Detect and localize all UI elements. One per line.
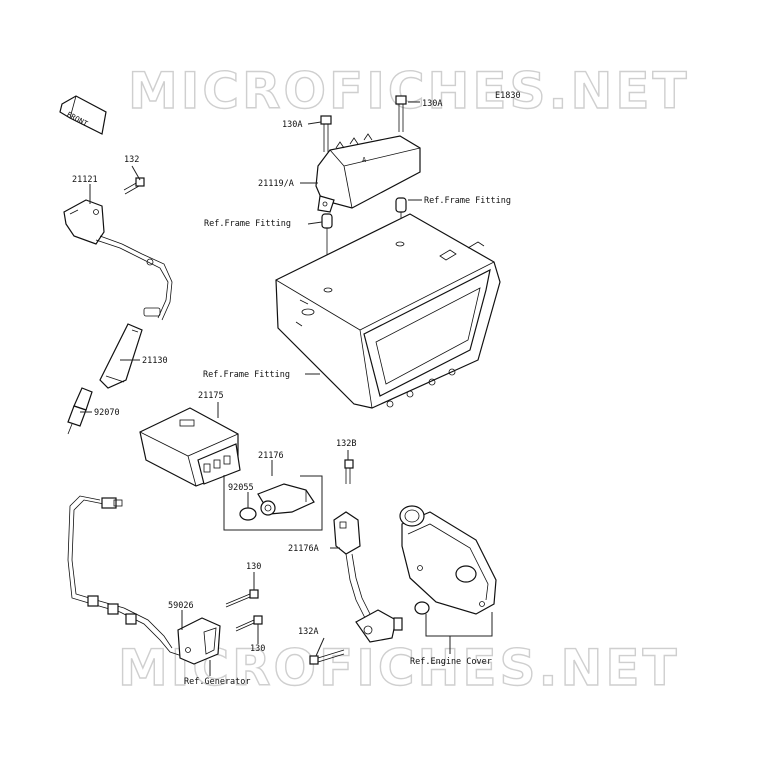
label-21130: 21130 xyxy=(142,356,168,366)
label-21176A: 21176A xyxy=(288,544,319,554)
bolt-130A-left xyxy=(320,115,332,152)
bracket-59026 xyxy=(177,617,221,665)
plug-cap xyxy=(99,323,143,389)
label-21176: 21176 xyxy=(258,451,284,461)
label-130A-left: 130A xyxy=(282,120,302,130)
label-92055: 92055 xyxy=(228,483,254,493)
label-21121: 21121 xyxy=(72,175,98,185)
harness-wire xyxy=(67,495,183,657)
label-21119A: 21119/A xyxy=(258,179,294,189)
bolt-130A-right xyxy=(395,95,407,132)
bolt-130-top xyxy=(225,589,259,608)
sensor-21176 xyxy=(257,483,315,516)
label-130-top: 130 xyxy=(246,562,261,572)
ignition-coil xyxy=(63,199,173,321)
bolt-132 xyxy=(123,177,145,195)
label-21175: 21175 xyxy=(198,391,224,401)
label-ref-engine-cover: Ref.Engine Cover xyxy=(410,657,492,667)
bolt-132B xyxy=(344,459,354,484)
battery-case xyxy=(275,213,501,409)
leader-lines xyxy=(80,101,493,676)
label-132A: 132A xyxy=(298,627,318,637)
bolt-132A xyxy=(309,649,345,665)
label-ref-frame-bottom: Ref.Frame Fitting xyxy=(203,370,290,380)
oring-92055 xyxy=(239,507,257,521)
diagram-code: E1830 xyxy=(495,91,521,101)
label-130-bottom: 130 xyxy=(250,644,265,654)
label-ref-frame-right: Ref.Frame Fitting xyxy=(424,196,511,206)
label-132: 132 xyxy=(124,155,139,165)
label-92070: 92070 xyxy=(94,408,120,418)
regulator: A xyxy=(315,133,421,213)
spark-plug xyxy=(67,387,93,435)
sensor-bracket xyxy=(223,475,323,531)
front-arrow-icon: FRONT xyxy=(59,95,107,135)
label-ref-frame-left: Ref.Frame Fitting xyxy=(204,219,291,229)
speed-sensor xyxy=(333,511,403,643)
svg-text:A: A xyxy=(362,156,367,164)
cdi-unit xyxy=(139,407,241,487)
engine-cover xyxy=(399,505,497,615)
label-ref-generator: Ref.Generator xyxy=(184,677,251,687)
watermark-top: MICROFICHES.NET xyxy=(128,62,690,120)
label-130A-right: 130A xyxy=(422,99,442,109)
label-59026: 59026 xyxy=(168,601,194,611)
label-132B: 132B xyxy=(336,439,356,449)
